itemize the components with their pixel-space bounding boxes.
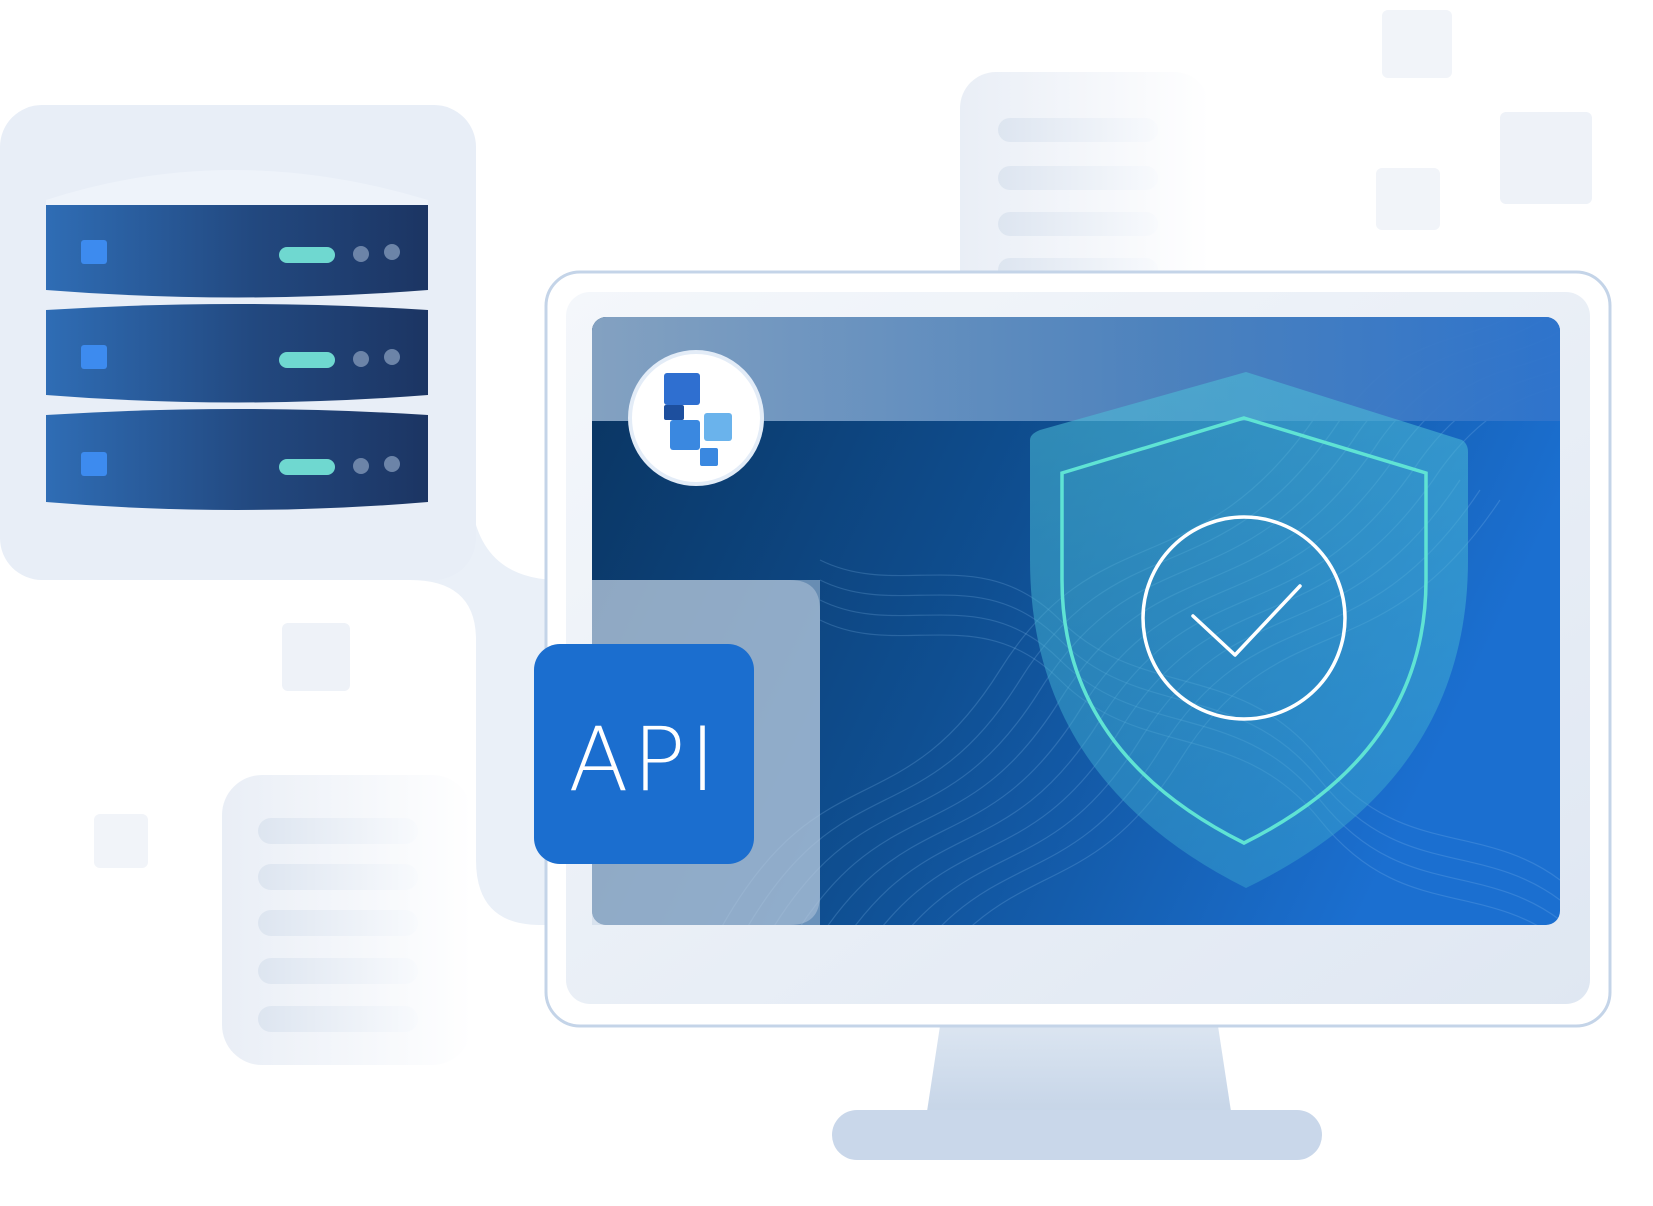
api-badge: API — [534, 644, 754, 864]
connector — [300, 480, 600, 925]
server-rack-icon — [46, 170, 428, 510]
shield-check-icon — [1030, 372, 1468, 888]
document-icon — [222, 775, 472, 1065]
api-label: API — [568, 708, 719, 811]
decor-squares — [94, 10, 1592, 868]
app-logo-icon — [628, 350, 764, 486]
checkmark-icon — [1191, 584, 1302, 657]
